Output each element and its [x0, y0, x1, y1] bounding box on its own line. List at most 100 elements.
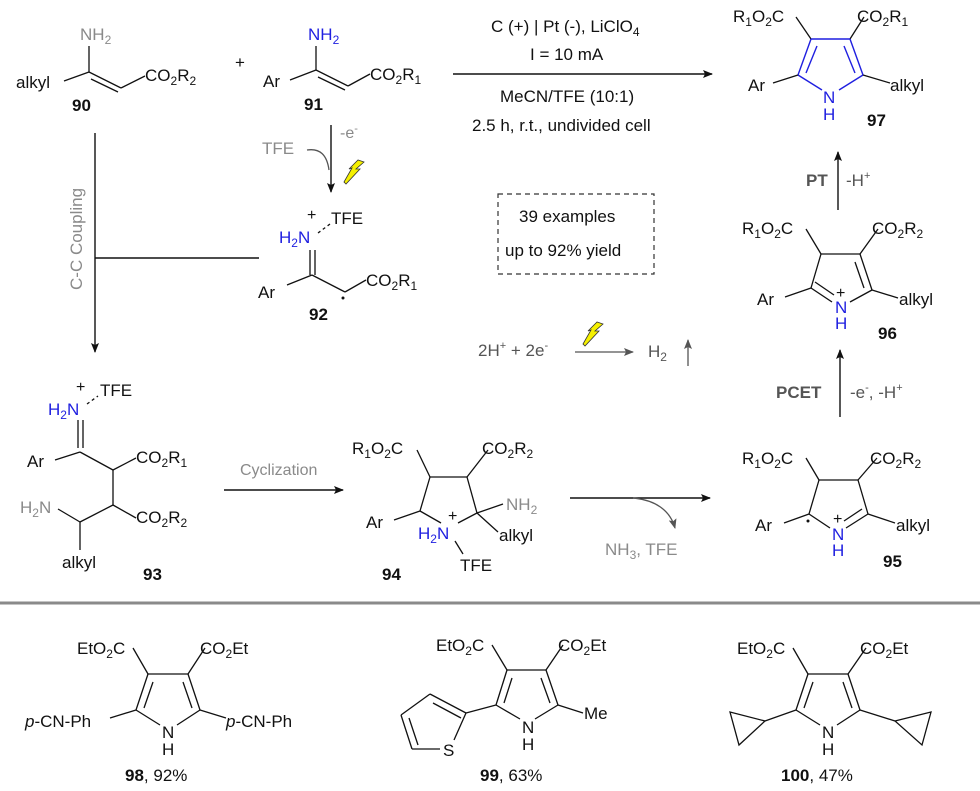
- radical-dot: [341, 296, 345, 300]
- compound-number: 92: [309, 305, 328, 324]
- ring-bond: [808, 513, 831, 529]
- ring-bond: [854, 261, 865, 289]
- ring-bond: [797, 38, 812, 76]
- pcet-step: PCET -e-, -H+: [776, 349, 903, 417]
- ester-right-label: CO2Et: [860, 639, 909, 661]
- h-bond: [86, 395, 99, 405]
- bond: [857, 457, 878, 481]
- ring-bond: [843, 508, 863, 522]
- ring-bond: [534, 704, 559, 720]
- compound-number: 93: [143, 565, 162, 584]
- bond: [454, 540, 464, 555]
- ring-bond: [419, 476, 431, 512]
- ring-bond: [842, 681, 853, 709]
- ring-bond: [845, 513, 869, 529]
- ester-left-label: EtO2C: [436, 636, 484, 658]
- ring-bond: [808, 479, 820, 515]
- ester-left-label: EtO2C: [77, 639, 125, 661]
- hydrogen-label: H: [835, 314, 847, 333]
- ring-bond: [135, 709, 161, 726]
- cyclization-label: Cyclization: [240, 462, 317, 479]
- compound-number: 96: [878, 324, 897, 343]
- compound-number: 97: [867, 111, 886, 130]
- svg-text:+: +: [307, 207, 316, 224]
- ring-bond: [495, 669, 508, 706]
- bond: [315, 69, 349, 87]
- ring-bond: [795, 673, 809, 711]
- ammonium-label: H2N: [418, 524, 449, 546]
- example-caption: 99, 63%: [480, 766, 542, 785]
- thiophene-bond: [400, 714, 413, 750]
- pcet-detail: -e-, -H+: [850, 382, 903, 402]
- compound-93: + H2N TFE Ar CO2R1 CO2R2 H2N alkyl 93: [20, 379, 187, 584]
- left-substituent: p-CN-Ph: [24, 712, 91, 731]
- compound-number: 91: [304, 95, 323, 114]
- bond: [557, 704, 584, 714]
- compound-number: 94: [382, 565, 401, 584]
- ester-label: CO2R1: [366, 271, 417, 293]
- bond: [545, 644, 564, 671]
- amine-label: H2N: [20, 498, 51, 520]
- ring-bond: [849, 38, 864, 76]
- bond: [317, 76, 346, 91]
- compound-92: + H2N TFE Ar CO2R1 92: [258, 207, 417, 324]
- hydrogen-gas: H2: [648, 342, 667, 364]
- hydrogen-label: H: [822, 740, 834, 759]
- aryl-label: Ar: [755, 516, 772, 535]
- ester-right-label: CO2R2: [482, 439, 533, 461]
- radical-dot: [806, 519, 810, 523]
- conditions-line-3: MeCN/TFE (10:1): [500, 87, 634, 106]
- bond: [862, 74, 891, 84]
- h-bond: [317, 223, 331, 234]
- bond: [859, 709, 896, 722]
- nitrogen-label: N: [832, 525, 844, 544]
- svg-text:+: +: [836, 285, 845, 302]
- bond: [79, 451, 114, 471]
- bond: [54, 451, 81, 461]
- ring-bond: [849, 289, 873, 303]
- ring-bond: [187, 673, 201, 711]
- bond: [466, 449, 489, 478]
- leaving-groups-label: NH3, TFE: [605, 540, 678, 562]
- ester-left-label: R1O2C: [733, 7, 784, 29]
- ring-bond: [795, 709, 821, 726]
- ester-label: CO2R1: [370, 65, 421, 87]
- ester-left-label: R1O2C: [352, 439, 403, 461]
- ester-bottom-label: CO2R2: [136, 508, 187, 530]
- compound-90: NH2 alkyl CO2R2 90: [16, 25, 196, 115]
- aryl-label: Ar: [263, 72, 280, 91]
- ring-bond: [805, 45, 818, 74]
- thiophene-bond: [408, 717, 419, 746]
- compound-number: 90: [72, 96, 91, 115]
- svg-text:+: +: [833, 511, 842, 528]
- amine-label: NH2: [308, 25, 340, 47]
- compound-97-product: R1O2C CO2R1 Ar alkyl N H 97: [733, 7, 924, 130]
- ring-bond: [803, 681, 814, 709]
- alkyl-label: alkyl: [890, 76, 924, 95]
- bond: [112, 504, 137, 519]
- bond: [88, 71, 122, 89]
- iminium-label: H2N: [48, 400, 79, 422]
- tfe-curved-arrow: [306, 149, 330, 171]
- aryl-label: Ar: [258, 283, 275, 302]
- ring-bond: [810, 253, 822, 289]
- bond: [112, 457, 137, 471]
- bond: [344, 279, 367, 293]
- bond: [79, 504, 114, 523]
- cathode-reactants: 2H+ + 2e-: [478, 340, 548, 360]
- alkyl-label: alkyl: [499, 526, 533, 545]
- tfe-label: TFE: [460, 556, 492, 575]
- ester-left-label: R1O2C: [742, 449, 793, 471]
- ring-bond: [838, 74, 864, 91]
- alkyl-label: alkyl: [16, 73, 50, 92]
- ring-bond: [495, 704, 521, 720]
- hydrogen-label: H: [162, 740, 174, 759]
- ring-bond: [176, 709, 201, 726]
- aryl-label: Ar: [366, 513, 383, 532]
- bond: [286, 274, 313, 286]
- summary-box: 39 examples up to 92% yield: [497, 193, 655, 275]
- bond: [871, 289, 899, 299]
- bond: [491, 644, 508, 671]
- ester-top-label: CO2R1: [136, 448, 187, 470]
